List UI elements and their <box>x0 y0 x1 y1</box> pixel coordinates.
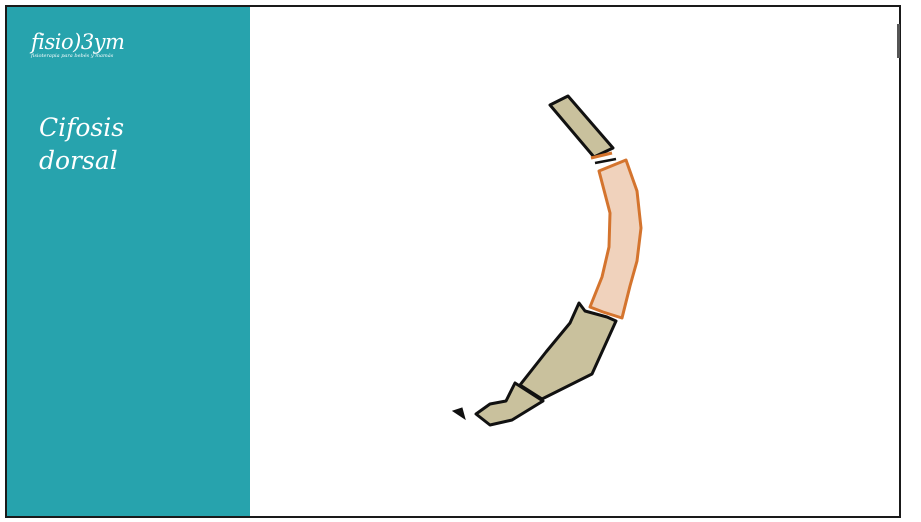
logo-wordmark: fisio)3ym <box>31 31 124 53</box>
logo: fisio)3ym fisioterapia para bebés y mamá… <box>31 31 124 59</box>
slide-title-line-2: dorsal <box>39 144 124 177</box>
kyphosis-spine-icon <box>250 7 899 516</box>
slide-frame: fisio)3ym fisioterapia para bebés y mamá… <box>5 5 901 518</box>
coccyx-tip <box>453 408 465 419</box>
joint-mark-upper-2 <box>595 159 616 163</box>
thoracic-segment <box>590 160 641 318</box>
scroll-indicator[interactable] <box>897 24 900 58</box>
logo-tagline: fisioterapia para bebés y mamás <box>31 53 124 59</box>
slide-title-line-1: Cifosis <box>39 111 124 144</box>
slide-title: Cifosis dorsal <box>39 111 124 177</box>
cervical-segment <box>550 96 613 157</box>
lumbar-segment <box>520 303 616 399</box>
slide-canvas <box>250 7 899 516</box>
sidebar: fisio)3ym fisioterapia para bebés y mamá… <box>7 7 250 516</box>
